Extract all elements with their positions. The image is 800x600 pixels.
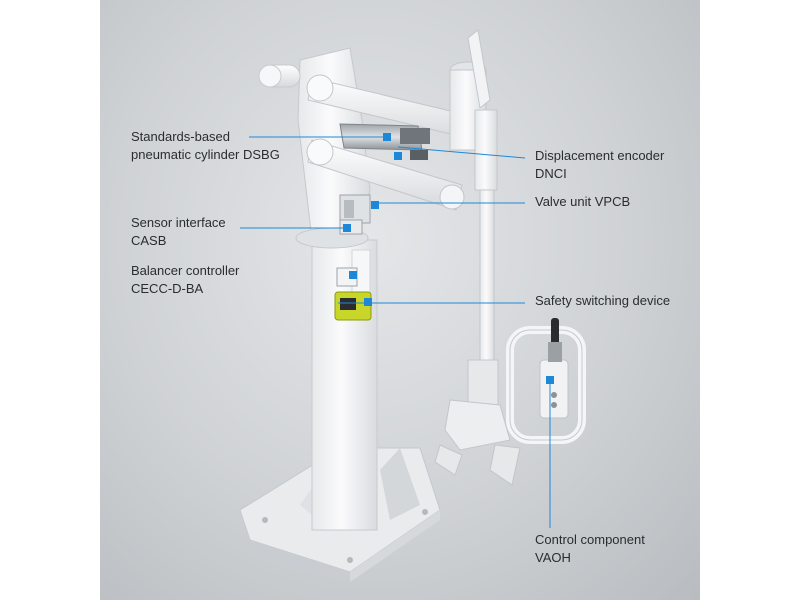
callout-markers	[343, 133, 554, 384]
label-control-line1: Control component	[535, 532, 645, 547]
label-encoder-line2: DNCI	[535, 166, 567, 181]
label-displacement-encoder: Displacement encoder DNCI	[535, 147, 664, 183]
gripper-head	[434, 399, 521, 486]
label-valve-line1: Valve unit VPCB	[535, 194, 631, 209]
callout-line-encoder	[397, 146, 526, 159]
balancer-illustration	[239, 29, 586, 582]
diagram-canvas: Standards-based pneumatic cylinder DSBG …	[100, 0, 700, 600]
label-controller-line2: CECC-D-BA	[131, 281, 204, 296]
marker-controller	[349, 271, 357, 279]
label-pneumatic-cylinder: Standards-based pneumatic cylinder DSBG	[131, 128, 280, 164]
valve-unit-box	[339, 194, 371, 224]
marker-cylinder	[383, 133, 391, 141]
label-safety-switching: Safety switching device	[535, 292, 670, 310]
label-controller-line1: Balancer controller	[131, 263, 240, 278]
label-control-line2: VAOH	[535, 550, 571, 565]
label-balancer-controller: Balancer controller CECC-D-BA	[131, 262, 239, 298]
handle-frame	[506, 318, 586, 444]
marker-safety	[364, 298, 372, 306]
marker-encoder	[394, 152, 402, 160]
label-encoder-line1: Displacement encoder	[535, 148, 665, 163]
marker-valve	[371, 201, 379, 209]
label-sensor-interface: Sensor interface CASB	[131, 214, 226, 250]
label-cylinder-line1: Standards-based	[131, 129, 231, 144]
label-safety-line1: Safety switching device	[535, 293, 671, 308]
marker-sensor	[343, 224, 351, 232]
label-control-component: Control component VAOH	[535, 531, 645, 567]
marker-control	[546, 376, 554, 384]
label-valve-unit: Valve unit VPCB	[535, 193, 630, 211]
label-sensor-line2: CASB	[131, 233, 167, 248]
vertical-boom	[449, 29, 499, 411]
label-sensor-line1: Sensor interface	[131, 215, 226, 230]
label-cylinder-line2: pneumatic cylinder DSBG	[131, 147, 280, 162]
